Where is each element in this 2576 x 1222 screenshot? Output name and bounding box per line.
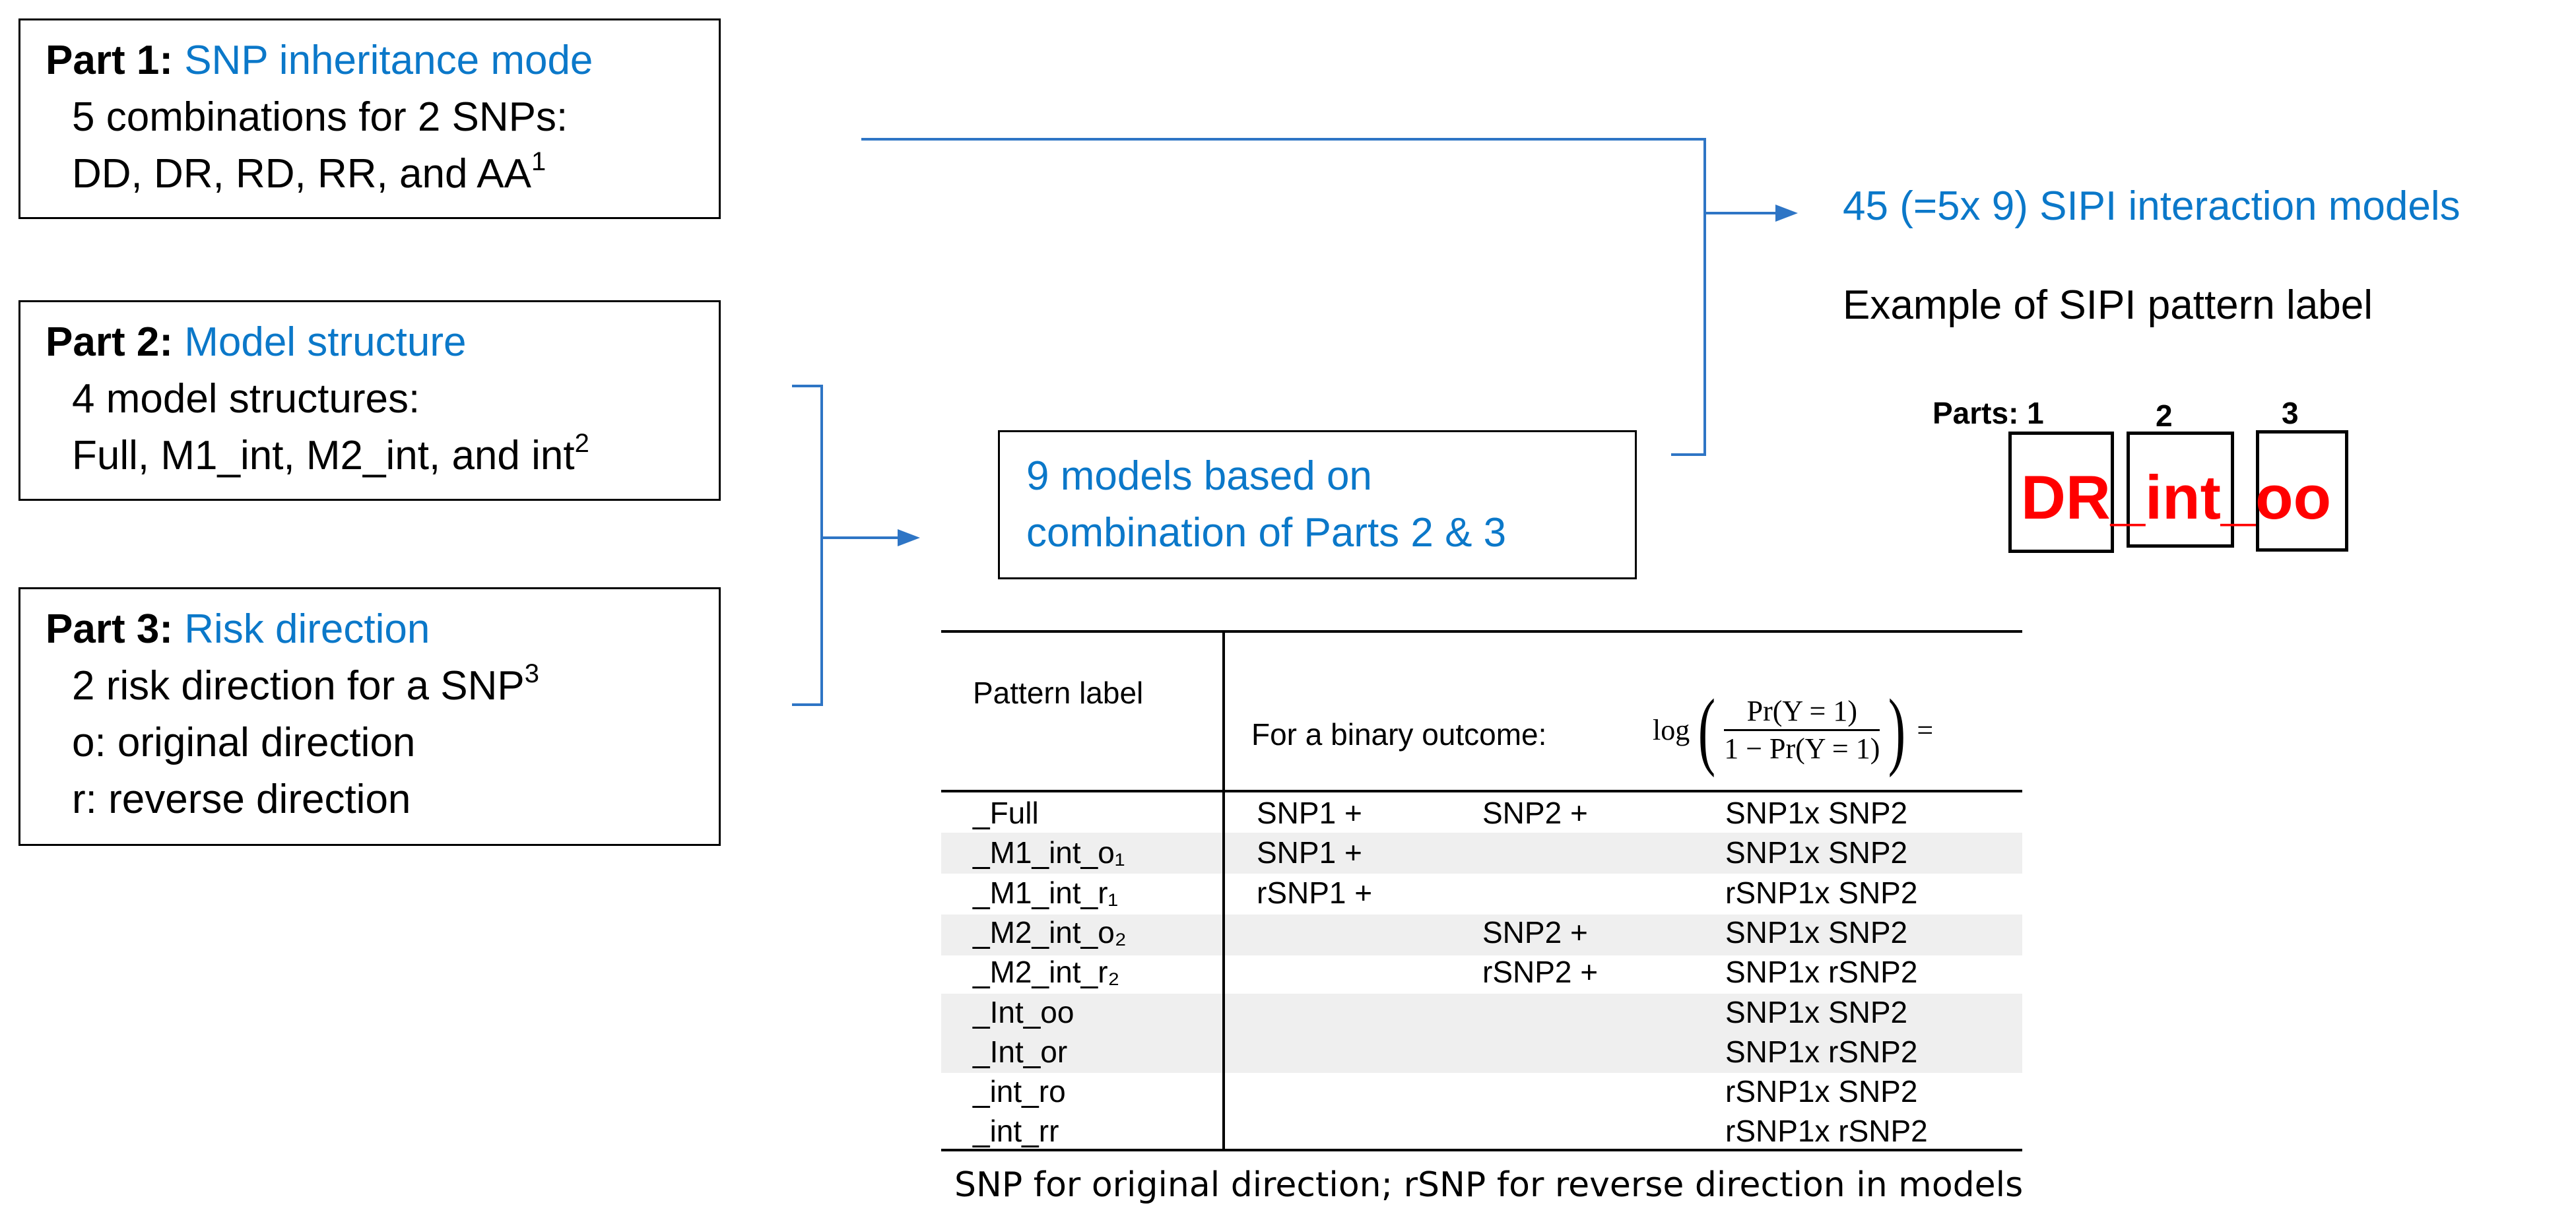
- connector-right-vertical: [1703, 138, 1706, 456]
- nine-models-arrow-icon: [898, 529, 920, 546]
- part2-line1: 4 model structures:: [72, 376, 420, 422]
- cell-interaction-term: rSNP1x rSNP2: [1725, 1114, 1928, 1148]
- part1-heading: Part 1: SNP inheritance mode: [46, 32, 719, 89]
- cell-interaction-term: SNP1x rSNP2: [1725, 955, 1918, 989]
- cell-pattern-label: _M2_int_o₂: [973, 915, 1127, 949]
- bracket-vertical: [820, 385, 823, 706]
- part3-line1-text: 2 risk direction for a SNP: [72, 663, 525, 709]
- logit-formula: log ( Pr(Y = 1) 1 − Pr(Y = 1) ) =: [1653, 684, 1933, 776]
- cell-pattern-label: _M1_int_r₁: [973, 876, 1119, 910]
- cell-interaction-term: SNP1x rSNP2: [1725, 1035, 1918, 1069]
- formula-fraction: Pr(Y = 1) 1 − Pr(Y = 1): [1724, 693, 1880, 767]
- connector-nine-to-vertical: [1671, 453, 1706, 456]
- part3-number: 3: [2282, 396, 2299, 430]
- header-binary-outcome: For a binary outcome:: [1251, 717, 1547, 752]
- cell-pattern-label: _Int_oo: [973, 995, 1074, 1029]
- bracket-top: [792, 385, 823, 387]
- pattern-label-example: DR_int_oo: [2021, 463, 2331, 532]
- cell-snp2-term: SNP2 +: [1482, 796, 1588, 830]
- row-shade-2: [941, 915, 2022, 955]
- part1-box: Part 1: SNP inheritance mode 5 combinati…: [18, 18, 721, 219]
- part2-line2: Full, M1_int, M2_int, and int2: [46, 428, 719, 484]
- cell-pattern-label: _Int_or: [973, 1035, 1068, 1069]
- formula-right-paren: ): [1888, 681, 1906, 778]
- part2-line2-text: Full, M1_int, M2_int, and int: [72, 433, 575, 478]
- part3-line3: r: reverse direction: [72, 777, 411, 822]
- nine-models-line2: combination of Parts 2 & 3: [1026, 510, 1507, 556]
- cell-snp1-term: rSNP1 +: [1257, 876, 1373, 910]
- cell-pattern-label: _int_rr: [973, 1114, 1059, 1148]
- row-shade-1: [941, 833, 2022, 874]
- part3-footnote: 3: [524, 659, 539, 688]
- formula-log: log: [1653, 713, 1690, 746]
- connector-to-result: [1703, 212, 1777, 214]
- nine-models-line1: 9 models based on: [1026, 453, 1372, 499]
- header-pattern-label: Pattern label: [973, 676, 1144, 710]
- cell-pattern-label: _M2_int_r₂: [973, 955, 1120, 989]
- table-column-rule: [1222, 630, 1225, 1151]
- formula-fraction-bar: [1724, 728, 1880, 731]
- cell-snp2-term: SNP2 +: [1482, 915, 1588, 949]
- part2-number: 2: [2156, 399, 2173, 433]
- row-shade-3: [941, 994, 2022, 1073]
- part2-heading: Part 2: Model structure: [46, 314, 719, 371]
- result-title: 45 (=5x 9) SIPI interaction models: [1843, 183, 2460, 229]
- part1-line2-text: DD, DR, RD, RR, and AA: [72, 151, 531, 197]
- part1-bold-label: Part 1:: [46, 38, 173, 83]
- formula-left-paren: (: [1698, 681, 1716, 778]
- table-header-rule: [941, 790, 2022, 792]
- formula-equals: =: [1917, 713, 1934, 746]
- label-part1-box: [2008, 432, 2114, 553]
- cell-pattern-label: _M1_int_o₁: [973, 835, 1125, 870]
- cell-interaction-term: rSNP1x SNP2: [1725, 876, 1918, 910]
- part3-bold-label: Part 3:: [46, 606, 173, 652]
- cell-interaction-term: SNP1x SNP2: [1725, 915, 1908, 949]
- table-bottom-rule: [941, 1149, 2022, 1151]
- cell-snp1-term: SNP1 +: [1257, 796, 1362, 830]
- bracket-to-nine: [820, 536, 900, 539]
- cell-interaction-term: SNP1x SNP2: [1725, 796, 1908, 830]
- part3-line1: 2 risk direction for a SNP3: [46, 658, 719, 715]
- part1-footnote: 1: [531, 147, 546, 176]
- example-heading: Example of SIPI pattern label: [1843, 282, 2373, 328]
- bracket-bottom: [792, 703, 823, 706]
- part2-bold-label: Part 2:: [46, 319, 173, 365]
- part2-box: Part 2: Model structure 4 model structur…: [18, 300, 721, 501]
- cell-pattern-label: _Full: [973, 796, 1039, 830]
- label-part3-box: [2256, 430, 2348, 552]
- connector-part1-horizontal: [861, 138, 1706, 141]
- cell-snp1-term: SNP1 +: [1257, 835, 1362, 870]
- part1-title: SNP inheritance mode: [184, 38, 593, 83]
- part3-heading: Part 3: Risk direction: [46, 601, 719, 658]
- part3-line2: o: original direction: [72, 720, 416, 765]
- part3-box: Part 3: Risk direction 2 risk direction …: [18, 587, 721, 846]
- formula-denominator: 1 − Pr(Y = 1): [1724, 732, 1880, 765]
- cell-interaction-term: SNP1x SNP2: [1725, 995, 1908, 1029]
- cell-snp2-term: rSNP2 +: [1482, 955, 1599, 989]
- label-part2-box: [2127, 432, 2234, 548]
- nine-models-box: 9 models based on combination of Parts 2…: [998, 430, 1637, 579]
- parts-label: Parts: 1: [1932, 396, 2044, 430]
- part1-line1: 5 combinations for 2 SNPs:: [72, 94, 568, 140]
- part2-title: Model structure: [184, 319, 467, 365]
- part2-footnote: 2: [574, 429, 589, 458]
- part1-line2: DD, DR, RD, RR, and AA1: [46, 146, 719, 203]
- cell-interaction-term: SNP1x SNP2: [1725, 835, 1908, 870]
- cell-pattern-label: _int_ro: [973, 1074, 1066, 1109]
- table-top-rule: [941, 630, 2022, 633]
- result-arrow-icon: [1775, 205, 1798, 222]
- cell-interaction-term: rSNP1x SNP2: [1725, 1074, 1918, 1109]
- part3-title: Risk direction: [184, 606, 430, 652]
- table-caption: SNP for original direction; rSNP for rev…: [954, 1165, 2024, 1205]
- formula-numerator: Pr(Y = 1): [1746, 694, 1857, 727]
